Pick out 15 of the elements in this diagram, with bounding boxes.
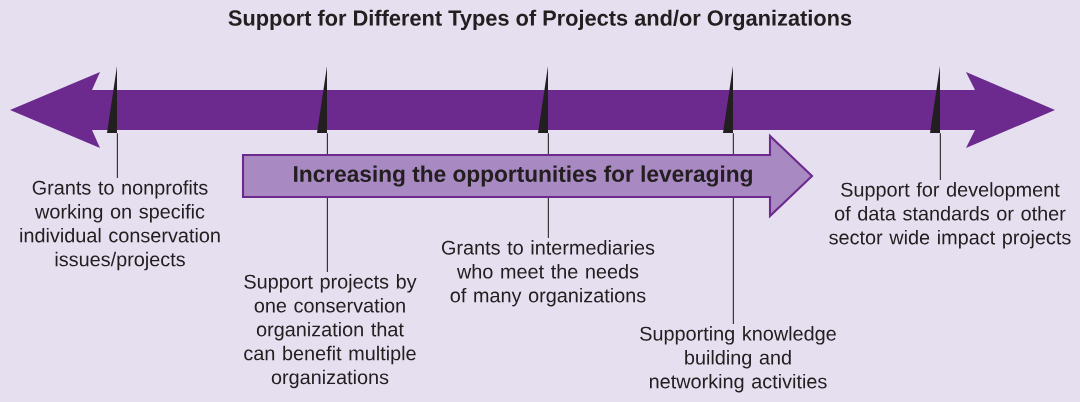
tick-mark xyxy=(723,66,733,133)
label-text: Support for development of data standards or other sector wide impact projects xyxy=(829,182,1071,249)
tick-mark xyxy=(930,66,940,133)
label-text: Grants to intermediaries who meet the needs of many organizations xyxy=(441,240,655,307)
tick-mark xyxy=(538,66,548,133)
tick-mark xyxy=(107,66,117,133)
arrow-banner: Increasing the opportunities for leveraging xyxy=(241,133,814,219)
label-text: Supporting knowledge building and networking activities xyxy=(640,326,836,393)
double-arrow xyxy=(10,72,1055,148)
label-text: Support projects by one conservation organization that can benefit multiple organizations xyxy=(244,274,417,389)
title: Support for Different Types of Projects and/or Organizations xyxy=(228,9,852,31)
leader-line xyxy=(939,132,941,181)
leader-line xyxy=(116,132,118,179)
label-text: Grants to nonprofits working on specific individual conservation issues/projects xyxy=(20,180,220,271)
tick-mark xyxy=(317,66,327,133)
